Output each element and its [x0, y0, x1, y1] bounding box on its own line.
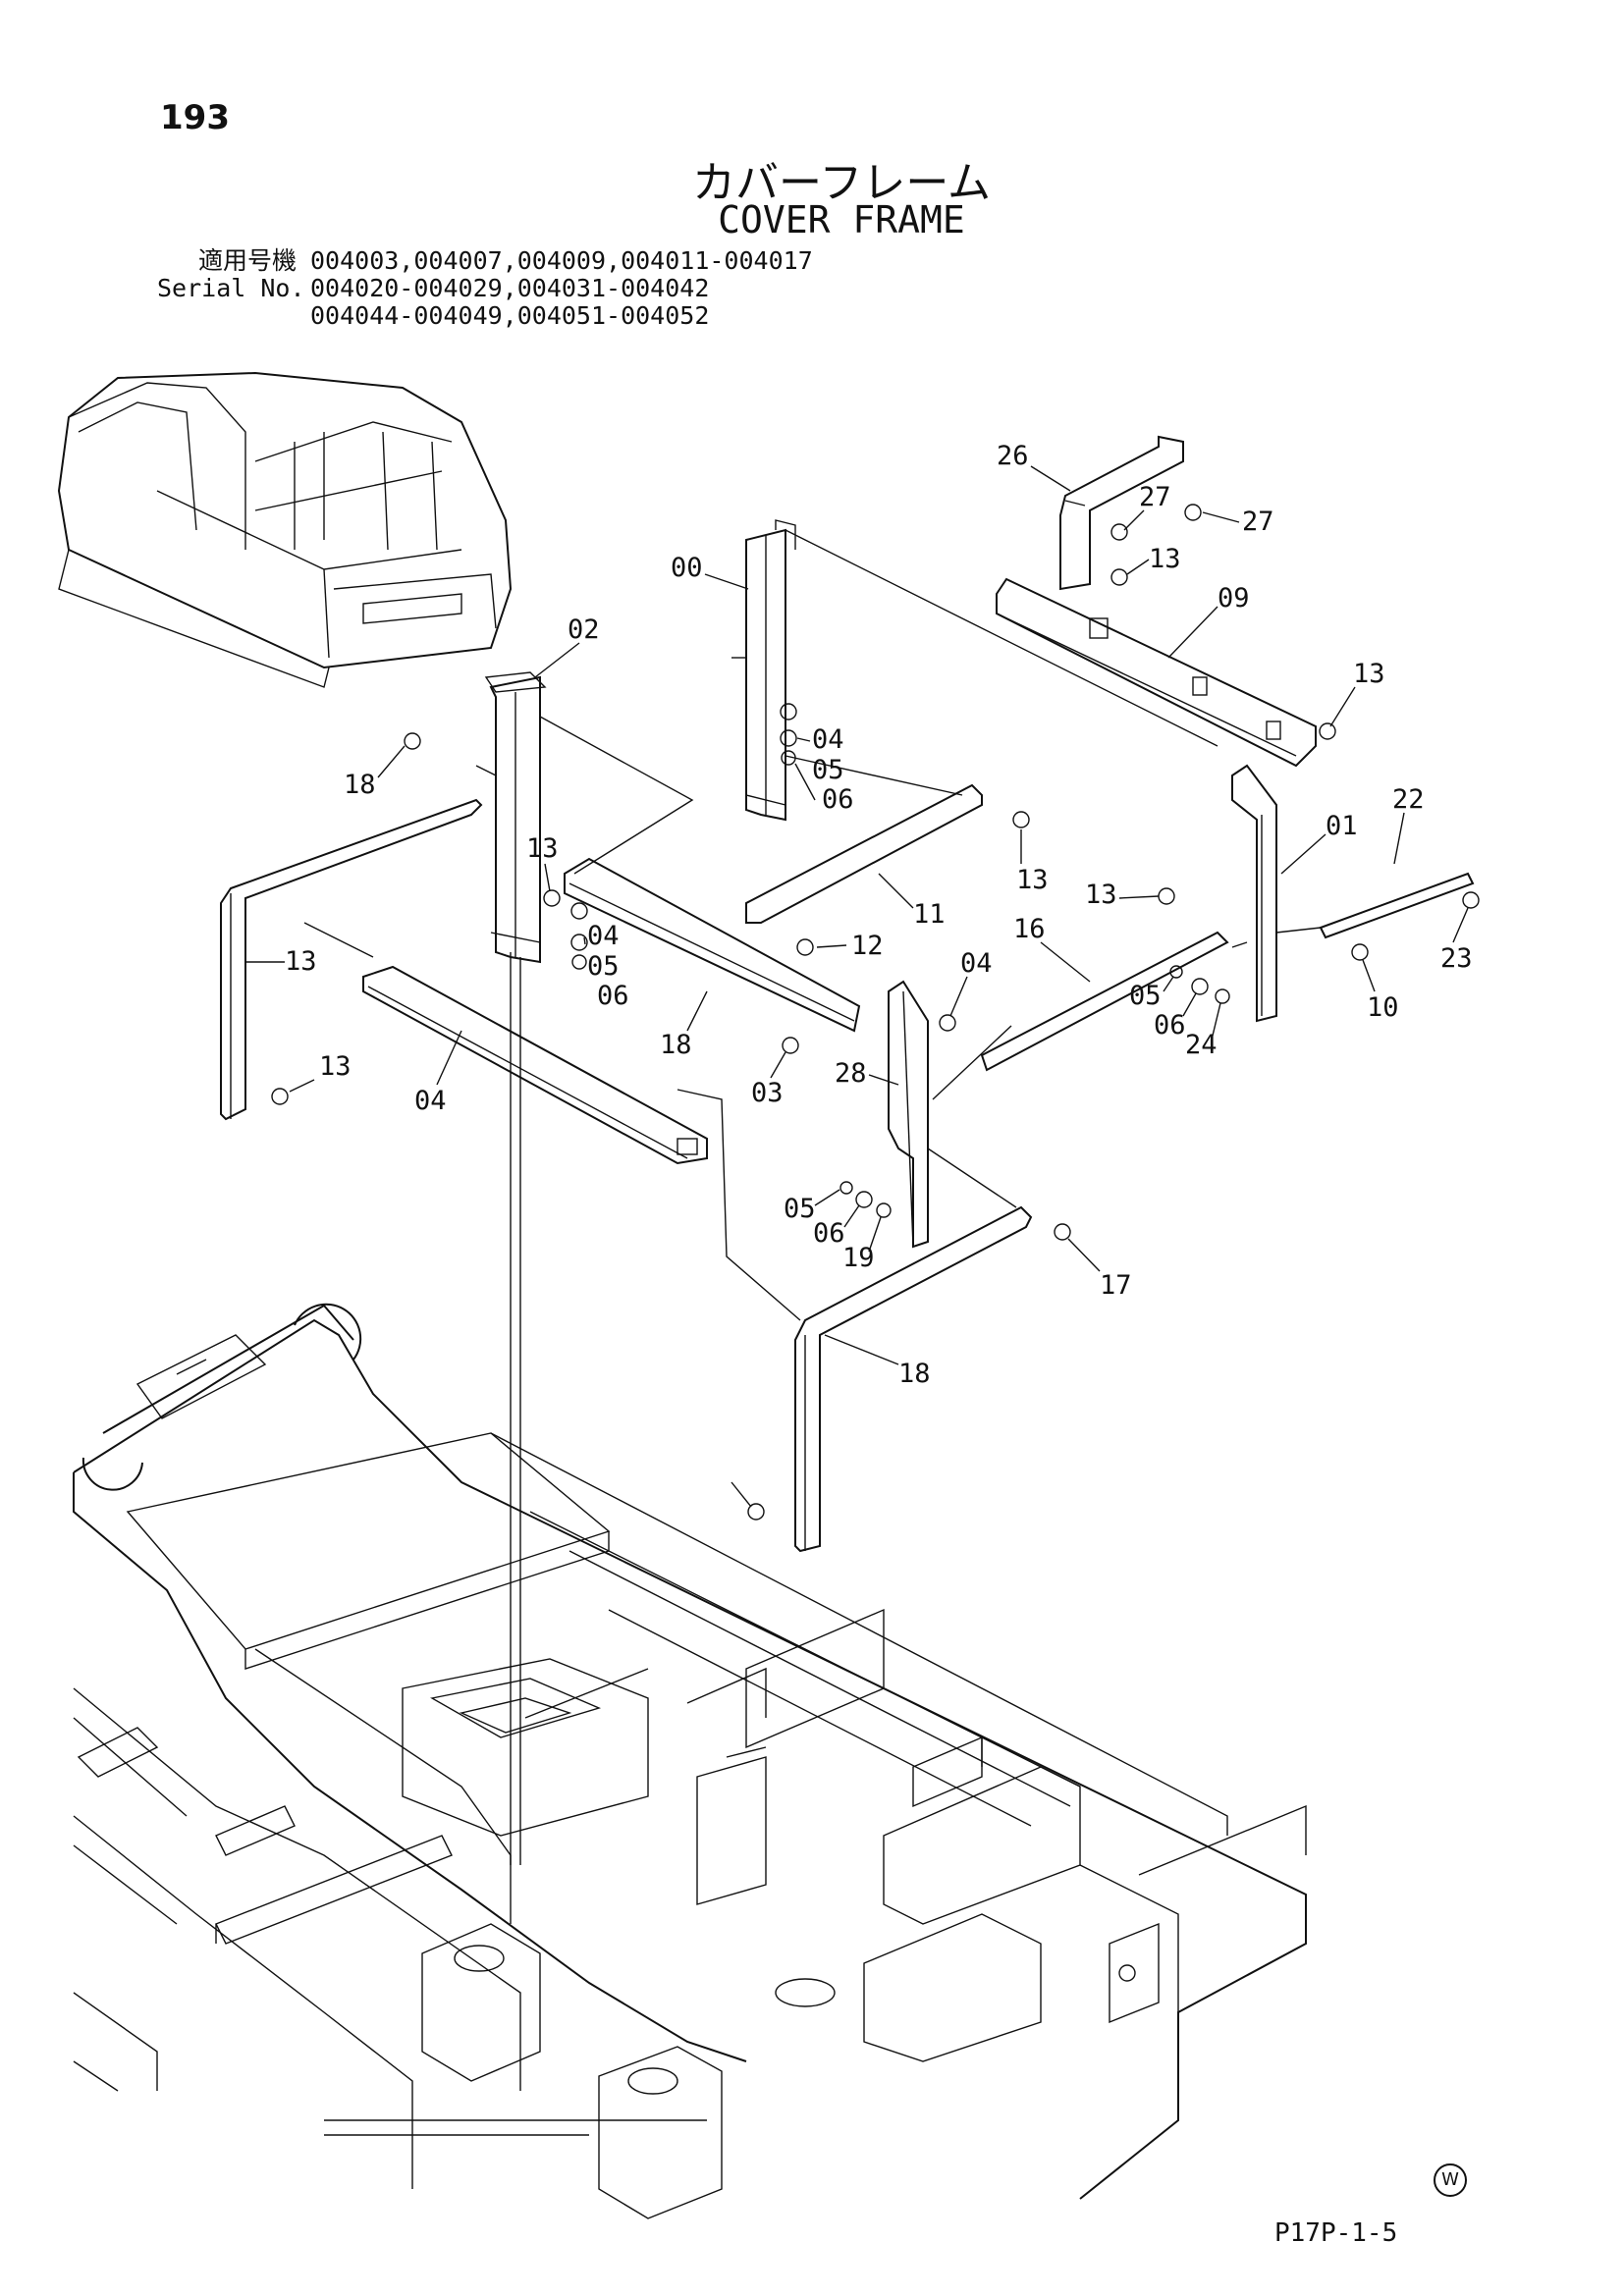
callout-labels: 26 27 27 13 09 00 13 02 04 05 06 18 22 0… [245, 441, 1473, 1508]
callout-09: 09 [1218, 583, 1250, 614]
part-09-beam [996, 577, 1317, 768]
machine-base-frame [73, 1303, 1307, 2219]
callout-04-d: 05 [784, 1194, 816, 1224]
callout-04-b: 04 [587, 921, 620, 951]
callout-13-c: 13 [526, 833, 559, 864]
serial-label-english: Serial No. [157, 274, 305, 302]
callout-06-d: 19 [842, 1243, 875, 1273]
callout-05-a: 05 [812, 755, 844, 785]
callout-06-a: 06 [822, 784, 854, 815]
serial-label-japanese: 適用号機 [197, 246, 297, 275]
part-01-post [1231, 764, 1277, 1023]
bolt-icons [271, 504, 1480, 1521]
part-16-frame [220, 798, 483, 1121]
callout-04-c: 05 [1129, 981, 1162, 1011]
callout-05-c: 06 [1154, 1010, 1186, 1041]
callout-06-b: 06 [597, 981, 629, 1011]
callout-06-c: 24 [1185, 1030, 1218, 1060]
callout-04-a: 04 [812, 724, 844, 755]
title-japanese: カバーフレーム [691, 158, 992, 208]
callout-13-a: 13 [1149, 544, 1181, 574]
callout-19: 17 [1100, 1270, 1132, 1301]
callout-17: 18 [898, 1359, 931, 1389]
callout-16: 13 [285, 946, 317, 977]
callout-13-b: 13 [1353, 659, 1385, 689]
callout-10: 18 [660, 1030, 692, 1060]
part-10-plate [564, 857, 861, 1033]
callout-12: 16 [1013, 914, 1046, 944]
part-03-post [888, 980, 929, 1249]
part-22-strip [1319, 872, 1475, 939]
callout-28: 04 [414, 1086, 447, 1116]
serial-line-1: 004003,004007,004009,004011-004017 [310, 246, 813, 275]
callout-13-d: 13 [1016, 865, 1049, 895]
callout-11: 11 [913, 899, 946, 930]
callout-23: 23 [1440, 943, 1473, 974]
part-17-frame [794, 1205, 1033, 1553]
title-english: COVER FRAME [718, 198, 965, 241]
w-circle-mark: W [1434, 2163, 1467, 2197]
callout-24: 10 [1367, 992, 1399, 1023]
excavator-thumbnail [57, 371, 513, 688]
callout-13-f: 12 [851, 931, 884, 961]
callout-05-d: 06 [813, 1218, 845, 1249]
part-28-beam [362, 965, 708, 1165]
callout-03: 28 [835, 1058, 867, 1089]
part-12-rail [980, 931, 1229, 1072]
callout-13-g: 04 [960, 948, 993, 979]
callout-27-b: 27 [1242, 507, 1274, 537]
callout-27-a: 27 [1139, 482, 1171, 512]
part-26-bracket [1059, 435, 1184, 591]
callout-00: 00 [671, 553, 703, 583]
callout-01: 01 [1326, 811, 1358, 841]
reference-lines [303, 529, 1322, 1865]
serial-line-3: 004044-004049,004051-004052 [310, 301, 710, 330]
callout-26: 26 [997, 441, 1029, 471]
callout-18-b: 13 [319, 1051, 352, 1082]
part-00-post [731, 519, 796, 822]
part-02-post [475, 671, 547, 964]
callout-13-e: 13 [1085, 880, 1117, 910]
footer-page-code: P17P-1-5 [1274, 2218, 1398, 2248]
serial-line-2: 004020-004029,004031-004042 [310, 274, 710, 302]
callout-22: 22 [1392, 784, 1425, 815]
callout-05-b: 05 [587, 951, 620, 982]
page-number: 193 [160, 98, 230, 137]
callout-13-h: 03 [751, 1078, 784, 1108]
serial-number-block: 適用号機 004003,004007,004009,004011-004017 S… [157, 247, 813, 330]
callout-02: 02 [568, 614, 600, 645]
callout-18-a: 18 [344, 770, 376, 800]
part-11-rail [745, 783, 983, 924]
